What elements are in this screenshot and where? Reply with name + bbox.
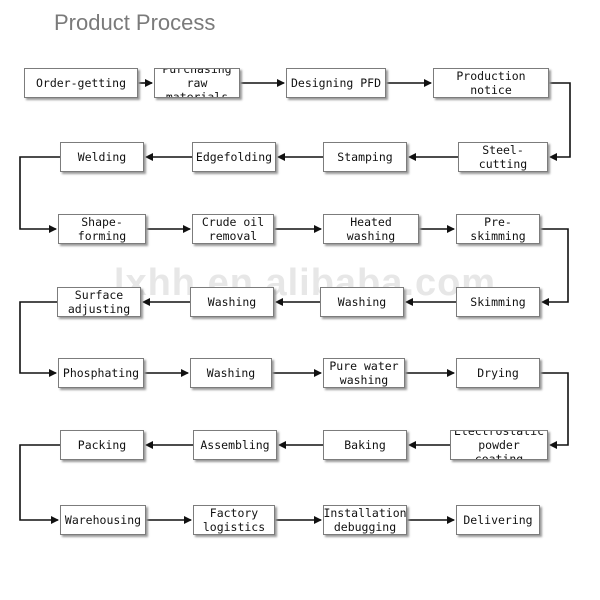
step-washing-1: Washing — [320, 287, 404, 317]
step-electrostatic-powder-coating: Electrostatic powder coating — [450, 430, 548, 460]
flow-arrow-8 — [19, 156, 60, 233]
step-skimming: Skimming — [456, 287, 540, 317]
step-washing-3: Washing — [190, 358, 272, 388]
step-pre-skimming: Pre-skimming — [456, 214, 540, 244]
step-heated-washing: Heated washing — [323, 214, 419, 244]
step-purchasing-raw-materials: Purchasing raw materials — [154, 68, 240, 98]
step-delivering: Delivering — [456, 505, 540, 535]
step-welding: Welding — [60, 142, 144, 172]
step-installation-debugging: Installation debugging — [323, 505, 407, 535]
step-factory-logistics: Factory logistics — [193, 505, 275, 535]
step-shape-forming: Shape-forming — [58, 214, 146, 244]
step-washing-2: Washing — [190, 287, 274, 317]
step-designing-pfd: Designing PFD — [286, 68, 386, 98]
step-pure-water-washing: Pure water washing — [323, 358, 405, 388]
step-crude-oil-removal: Crude oil removal — [192, 214, 274, 244]
step-surface-adjusting: Surface adjusting — [57, 287, 141, 317]
flow-arrow-20 — [540, 372, 569, 449]
step-warehousing: Warehousing — [60, 505, 146, 535]
step-phosphating: Phosphating — [58, 358, 144, 388]
step-packing: Packing — [60, 430, 144, 460]
step-steel-cutting: Steel-cutting — [458, 142, 548, 172]
step-stamping: Stamping — [323, 142, 407, 172]
step-assembling: Assembling — [193, 430, 277, 460]
flow-arrow-24 — [19, 444, 60, 524]
flow-arrow-4 — [549, 82, 571, 161]
flow-arrow-16 — [19, 301, 57, 377]
step-baking: Baking — [323, 430, 407, 460]
step-order-getting: Order-getting — [24, 68, 138, 98]
diagram-title: Product Process — [54, 10, 216, 35]
flow-arrow-12 — [540, 228, 569, 306]
step-production-notice: Production notice — [433, 68, 549, 98]
step-edgefolding: Edgefolding — [192, 142, 276, 172]
step-drying: Drying — [456, 358, 540, 388]
